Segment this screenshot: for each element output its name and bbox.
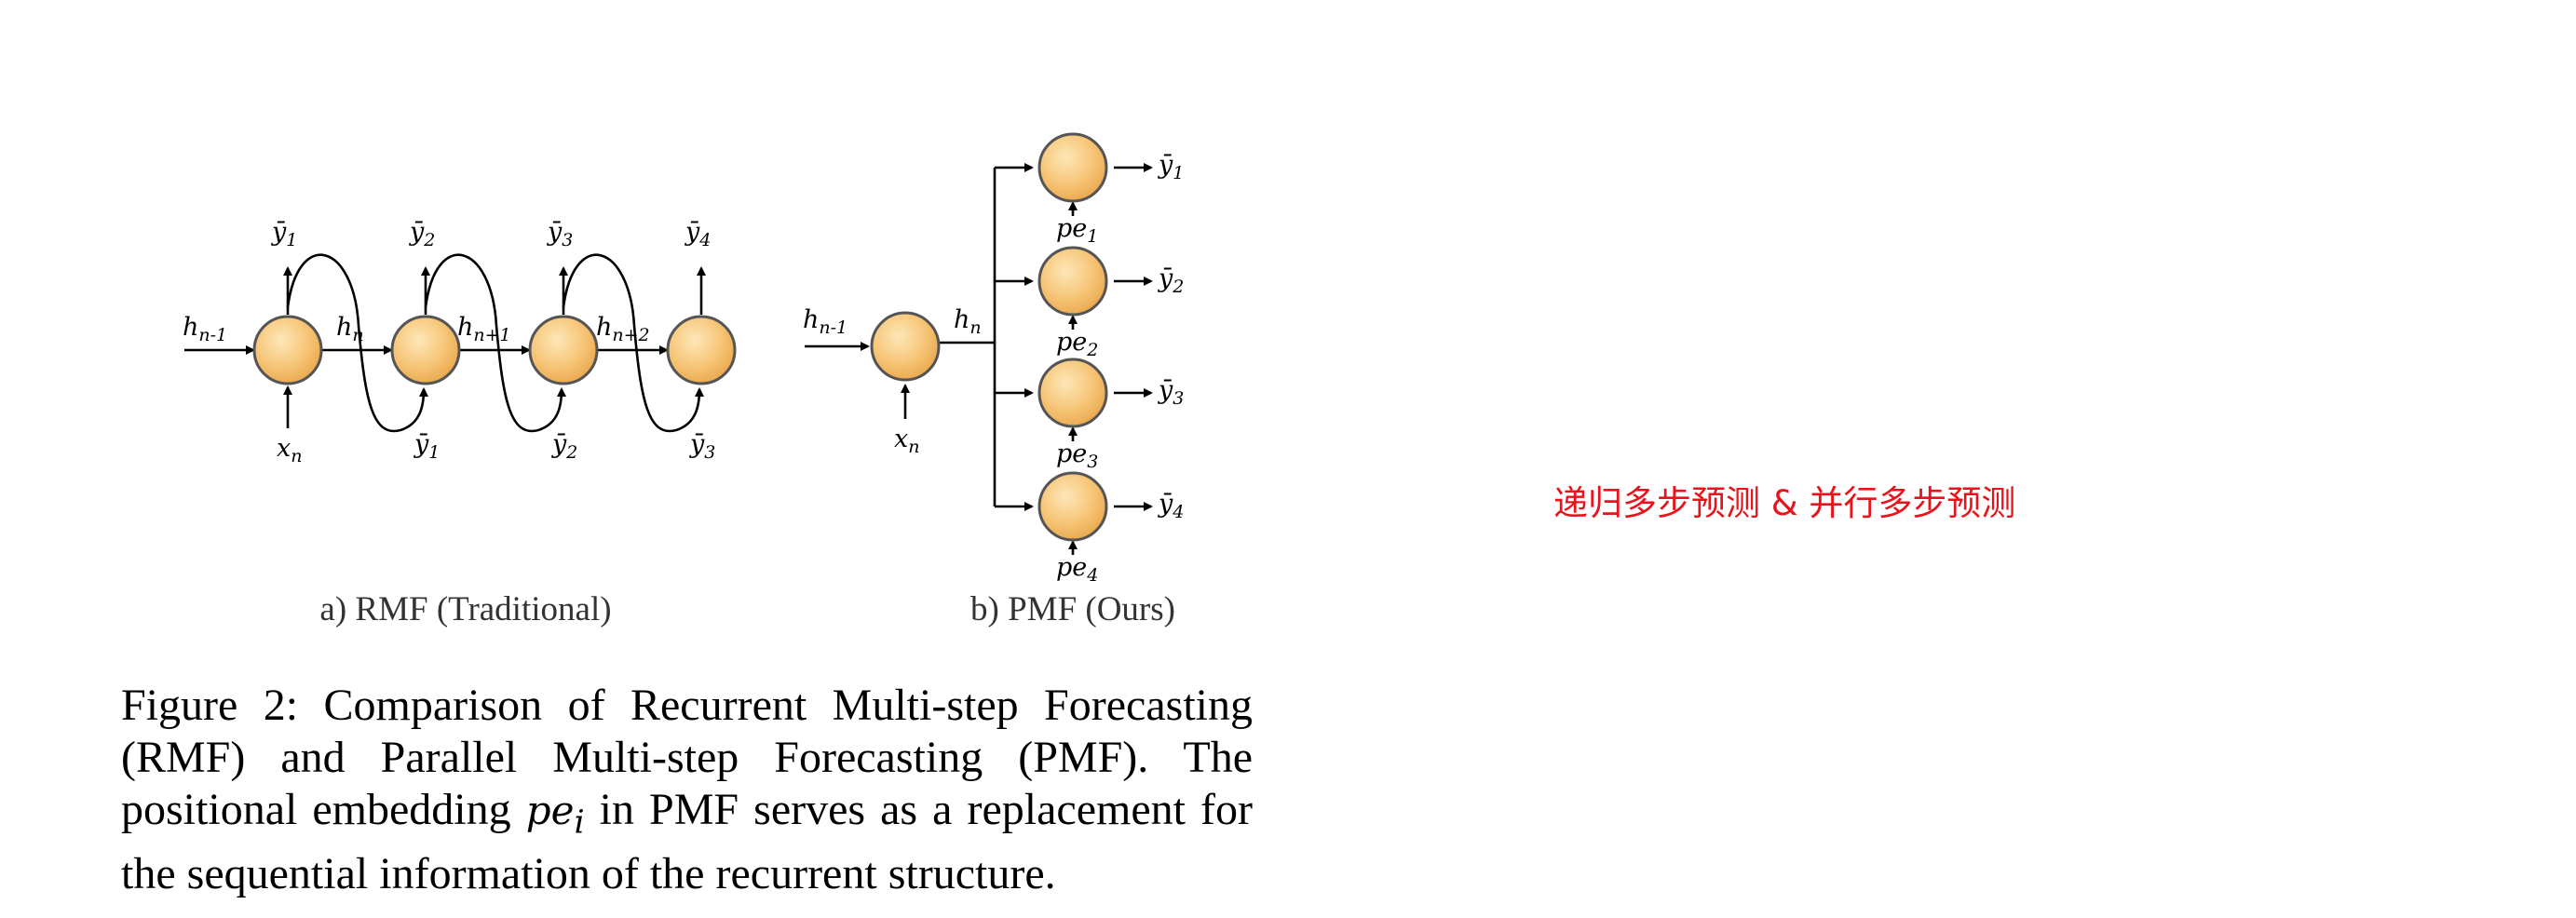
pmf-encoder-node (870, 311, 941, 382)
pmf-node-4 (1037, 471, 1108, 542)
rmf-feedback-label-3: ȳ3 (689, 430, 715, 463)
rmf-hidden-label-1: hn (336, 313, 364, 345)
caption-text-before: Figure 2: Comparison of Recurrent Multi-… (121, 681, 1253, 834)
pmf-node-3 (1037, 358, 1108, 428)
chinese-annotation: 递归多步预测 & 并行多步预测 (1553, 483, 2016, 523)
rmf-panel: hn-1 hn hn+1 hn+2 xn ȳ1 ȳ2 ȳ3 ȳ4 ȳ1 ȳ2 ȳ… (183, 218, 737, 628)
rmf-feedback-label-2: ȳ2 (551, 430, 577, 463)
pmf-pe-label-2: pe2 (1056, 328, 1098, 360)
pmf-caption: b) PMF (Ours) (970, 590, 1175, 628)
pmf-panel: hn-1 hn xn ȳ1 ȳ2 ȳ3 ȳ4 pe1 pe2 pe3 pe4 b… (803, 132, 1184, 628)
rmf-output-label-2: ȳ2 (409, 218, 435, 250)
caption-text-after: in PMF serves as a replacement for the s… (121, 785, 1254, 899)
rmf-input-state-label: hn-1 (183, 313, 227, 345)
rmf-feedback-curve-3 (562, 253, 704, 433)
pmf-output-label-3: ȳ3 (1158, 376, 1184, 409)
figure-caption: Figure 2: Comparison of Recurrent Multi-… (121, 680, 1253, 900)
rmf-output-label-4: ȳ4 (685, 218, 711, 250)
rmf-output-label-1: ȳ1 (271, 218, 297, 250)
rmf-node-3 (528, 315, 599, 385)
rmf-input-label: xn (277, 434, 302, 466)
caption-math-base: pe (525, 788, 575, 833)
rmf-node-4 (666, 315, 737, 385)
pmf-output-label-2: ȳ2 (1158, 264, 1184, 297)
rmf-node-1 (252, 315, 323, 385)
rmf-feedback-curve-2 (424, 253, 566, 433)
pmf-node-2 (1037, 246, 1108, 317)
pmf-hidden-label: hn (954, 305, 982, 338)
rmf-feedback-curve-1 (286, 253, 428, 433)
caption-math: pei (525, 788, 585, 841)
pmf-node-1 (1037, 132, 1108, 203)
pmf-output-label-1: ȳ1 (1158, 151, 1184, 183)
pmf-pe-label-3: pe3 (1056, 439, 1098, 472)
rmf-hidden-label-3: hn+2 (596, 313, 650, 345)
pmf-pe-label-1: pe1 (1056, 214, 1098, 247)
pmf-output-label-4: ȳ4 (1158, 490, 1184, 522)
rmf-output-label-3: ȳ3 (547, 218, 573, 250)
rmf-node-2 (390, 315, 461, 385)
rmf-feedback-label-1: ȳ1 (414, 430, 440, 463)
pmf-input-state-label: hn-1 (803, 305, 847, 338)
figure-2-diagram: hn-1 hn hn+1 hn+2 xn ȳ1 ȳ2 ȳ3 ȳ4 ȳ1 ȳ2 ȳ… (183, 132, 1184, 628)
rmf-caption: a) RMF (Traditional) (319, 590, 611, 628)
rmf-hidden-label-2: hn+1 (457, 313, 511, 345)
caption-math-sub: i (574, 803, 585, 842)
pmf-pe-label-4: pe4 (1056, 553, 1098, 586)
pmf-input-label: xn (894, 425, 919, 457)
